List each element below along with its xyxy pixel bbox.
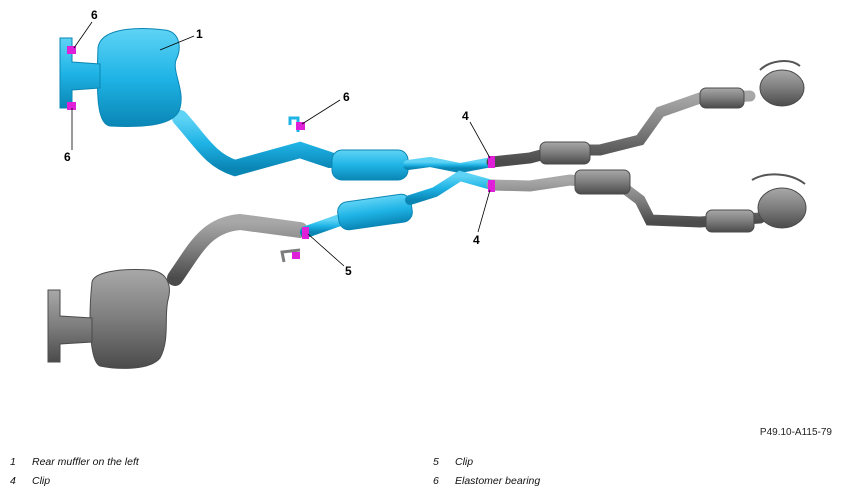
leader-5 (307, 233, 345, 267)
right-front-pipe-cyan (405, 170, 497, 205)
clip-right-line (302, 227, 309, 239)
right-intermediate-pipe (167, 213, 308, 286)
legend-item-5: 5 Clip (433, 456, 473, 468)
rear-muffler-right-bracket (47, 289, 93, 363)
catalytic-converter-lower-1 (574, 169, 631, 195)
left-intermediate-pipe (172, 110, 338, 177)
leader-4a (469, 121, 491, 159)
left-exhaust-line (59, 28, 497, 181)
legend-number: 6 (433, 475, 439, 487)
front-exhaust-section (486, 60, 807, 233)
turbocharger-upper (759, 69, 805, 107)
left-front-pipe-cyan (403, 156, 497, 174)
legend-label: Clip (455, 456, 474, 468)
callout-labels: 6 1 6 6 4 4 5 (64, 8, 480, 278)
turbocharger-lower (757, 187, 807, 229)
callout-4-lower: 4 (473, 233, 480, 247)
elastomer-bearing-top (67, 46, 76, 54)
right-middle-pipe-cyan (300, 214, 346, 238)
front-pipe-upper (486, 90, 756, 168)
elastomer-bearing-bottom (67, 102, 76, 110)
elastomer-bearing-right-hanger (292, 252, 300, 259)
catalytic-converter-lower-2 (705, 209, 755, 233)
front-pipe-lower (486, 174, 766, 228)
legend-item-4: 4 Clip (10, 475, 50, 487)
legend-number: 4 (10, 475, 16, 487)
legend-item-6: 6 Elastomer bearing (433, 475, 540, 487)
rear-muffler-right (89, 269, 170, 369)
leader-4b (477, 189, 491, 233)
callout-6-hanger: 6 (343, 90, 350, 104)
rear-muffler-left-bracket (59, 37, 101, 109)
callout-6-top: 6 (91, 8, 98, 22)
clips (67, 46, 495, 259)
left-middle-muffler (331, 149, 409, 181)
clip-upper (488, 156, 495, 168)
leader-6a (73, 21, 93, 49)
leader-6c (301, 99, 341, 125)
rear-muffler-left (96, 28, 182, 127)
catalytic-converter-upper-2 (699, 87, 745, 109)
legend-number: 1 (10, 456, 16, 468)
right-middle-muffler (337, 193, 413, 231)
clip-lower (488, 180, 495, 192)
callout-5: 5 (345, 264, 352, 278)
exhaust-system-diagram: 6 1 6 6 4 4 5 (47, 8, 807, 369)
sensor-wire-upper (759, 60, 801, 71)
sensor-wire-lower (751, 173, 806, 185)
legend-label: Clip (32, 475, 51, 487)
legend-label: Elastomer bearing (455, 475, 541, 487)
callout-1: 1 (196, 27, 203, 41)
right-hanger (280, 248, 301, 263)
callout-6-bottom: 6 (64, 150, 71, 164)
callout-4-upper: 4 (462, 109, 469, 123)
leader-lines (71, 21, 491, 267)
leader-1 (159, 35, 195, 51)
reference-code: P49.10-A115-79 (759, 427, 832, 438)
elastomer-bearing-hanger (296, 122, 305, 130)
legend-item-1: 1 Rear muffler on the left (10, 456, 139, 468)
catalytic-converter-upper-1 (539, 141, 591, 165)
legend-number: 5 (433, 456, 439, 468)
right-exhaust-line (47, 170, 497, 369)
legend-label: Rear muffler on the left (32, 456, 139, 468)
